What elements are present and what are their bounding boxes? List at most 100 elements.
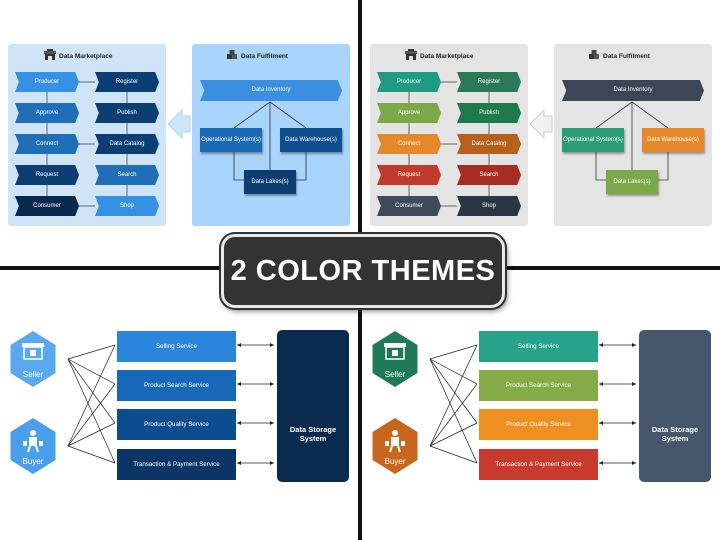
marketplace-right-item: Shop (457, 196, 521, 216)
marketplace-header-blue: Data Marketplace (44, 49, 112, 63)
marketplace-left-item: Consumer (377, 196, 441, 216)
marketplace-left-item: Producer (15, 72, 79, 92)
shop-icon (22, 343, 44, 360)
person-service-link (67, 422, 116, 447)
fulfilment-connector (233, 150, 244, 181)
marketplace-right-item: Register (95, 72, 159, 92)
person-service-link (67, 445, 116, 464)
cubes-icon (588, 49, 600, 63)
service-box: Transaction & Payment Service (479, 449, 598, 480)
fulfilment-connector (631, 101, 669, 129)
fulfilment-connector (595, 150, 606, 181)
person-service-link (429, 358, 478, 385)
storage-label: Data Storage System (651, 425, 699, 444)
person-service-link (429, 344, 478, 447)
themes-banner: 2 COLOR THEMES (221, 234, 505, 308)
person-service-link (429, 358, 478, 424)
marketplace-right-item: Publish (95, 103, 159, 123)
arrowhead (632, 382, 636, 386)
data-lakes-box: Data Lakes(s) (244, 170, 296, 194)
marketplace-title: Data Marketplace (420, 52, 474, 60)
arrowhead (270, 343, 274, 347)
fulfilment-connector (658, 150, 669, 181)
person-service-link (429, 422, 478, 447)
person-service-link (67, 358, 116, 385)
storage-label: Data Storage System (289, 425, 337, 444)
storage-panel (277, 330, 349, 482)
arrowhead (237, 421, 241, 425)
service-box: Product Quality Service (117, 409, 236, 440)
data-lakes-box: Data Lakes(s) (606, 170, 658, 194)
marketplace-icon (44, 49, 56, 63)
fulfilment-connector (269, 101, 307, 129)
marketplace-right-item: Register (457, 72, 521, 92)
marketplace-left-item: Approve (377, 103, 441, 123)
left-arrow-gray (529, 108, 553, 140)
arrowhead (632, 461, 636, 465)
marketplace-header-gray: Data Marketplace (405, 49, 473, 63)
marketplace-left-item: Request (377, 165, 441, 185)
data-inventory-box: Data Inventory (562, 80, 704, 101)
fulfilment-connector (595, 101, 633, 129)
buyer-label: Buyer (22, 457, 44, 466)
arrowhead (270, 461, 274, 465)
person-service-link (67, 358, 116, 424)
service-box: Product Search Service (479, 370, 598, 401)
marketplace-left-item: Connect (377, 134, 441, 154)
service-box: Product Quality Service (479, 409, 598, 440)
cubes-icon (226, 49, 238, 63)
fulfilment-connector (296, 150, 307, 181)
person-icon (23, 430, 43, 453)
fulfilment-title: Data Fulfilment (603, 52, 650, 60)
seller-label: Seller (22, 370, 44, 379)
marketplace-title: Data Marketplace (59, 52, 113, 60)
operational-systems-box: Operational System(s) (562, 128, 624, 152)
left-arrow-blue (167, 108, 191, 140)
service-box: Selling Service (479, 331, 598, 362)
person-service-link (429, 383, 478, 447)
service-box: Transaction & Payment Service (117, 449, 236, 480)
fulfilment-header-blue: Data Fulfilment (226, 49, 288, 63)
shop-icon (384, 343, 406, 360)
storage-panel (639, 330, 711, 482)
arrowhead (237, 461, 241, 465)
arrowhead (270, 421, 274, 425)
arrowhead (270, 382, 274, 386)
data-warehouse-box: Data Warehouse(s) (642, 128, 704, 152)
arrowhead (632, 421, 636, 425)
fulfilment-header-gray: Data Fulfilment (588, 49, 650, 63)
marketplace-right-item: Search (95, 165, 159, 185)
person-service-link (429, 445, 478, 464)
marketplace-right-item: Shop (95, 196, 159, 216)
person-service-link (67, 344, 116, 360)
marketplace-left-item: Approve (15, 103, 79, 123)
arrowhead (599, 461, 603, 465)
fulfilment-connector (233, 101, 271, 129)
operational-systems-box: Operational System(s) (200, 128, 262, 152)
arrowhead (237, 343, 241, 347)
person-service-link (67, 344, 116, 447)
fulfilment-title: Data Fulfilment (241, 52, 288, 60)
marketplace-icon (405, 49, 417, 63)
person-service-link (429, 344, 478, 360)
arrowhead (237, 382, 241, 386)
arrowhead (599, 421, 603, 425)
arrowhead (599, 382, 603, 386)
service-box: Product Search Service (117, 370, 236, 401)
service-box: Selling Service (117, 331, 236, 362)
marketplace-left-item: Consumer (15, 196, 79, 216)
marketplace-left-item: Request (15, 165, 79, 185)
marketplace-right-item: Data Catalog (95, 134, 159, 154)
seller-label: Seller (384, 370, 406, 379)
data-inventory-box: Data Inventory (200, 80, 342, 101)
arrowhead (632, 343, 636, 347)
person-service-link (67, 383, 116, 447)
arrowhead (599, 343, 603, 347)
marketplace-left-item: Producer (377, 72, 441, 92)
marketplace-left-item: Connect (15, 134, 79, 154)
marketplace-right-item: Search (457, 165, 521, 185)
